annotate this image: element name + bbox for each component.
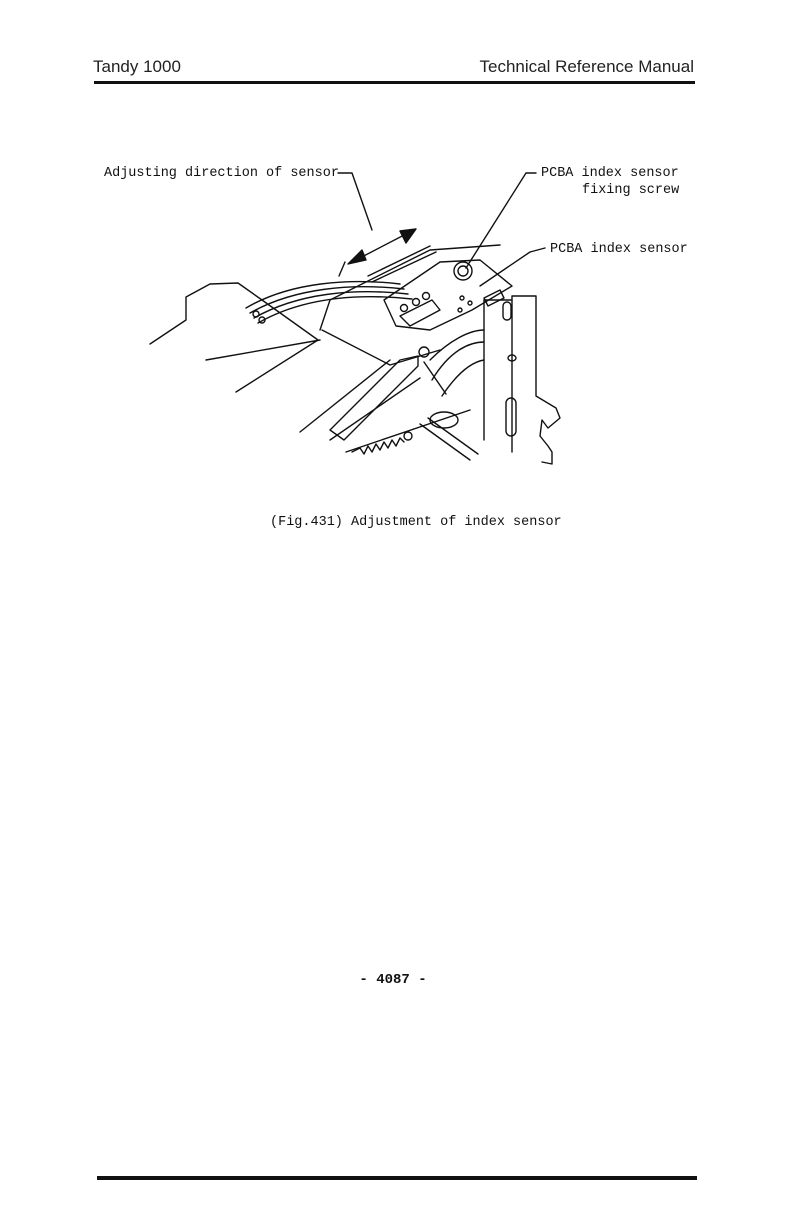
footer-divider xyxy=(97,1176,697,1180)
side-bracket xyxy=(484,296,560,464)
index-sensor-board xyxy=(384,260,512,330)
adjusting-direction-label: Adjusting direction of sensor xyxy=(104,166,339,181)
index-sensor-label: PCBA index sensor xyxy=(550,242,688,257)
tension-spring xyxy=(352,412,478,460)
figure-caption: (Fig.431) Adjustment of index sensor xyxy=(270,515,562,530)
base-plate xyxy=(150,283,470,452)
adjust-direction-arrow xyxy=(339,229,416,276)
leader-lines xyxy=(338,173,545,286)
fixing-screw-label-line1: PCBA index sensor xyxy=(541,166,679,181)
page-number: - 4087 - xyxy=(0,972,786,988)
guide-rail xyxy=(320,245,500,365)
fixing-screw-label-line2: fixing screw xyxy=(582,183,679,198)
